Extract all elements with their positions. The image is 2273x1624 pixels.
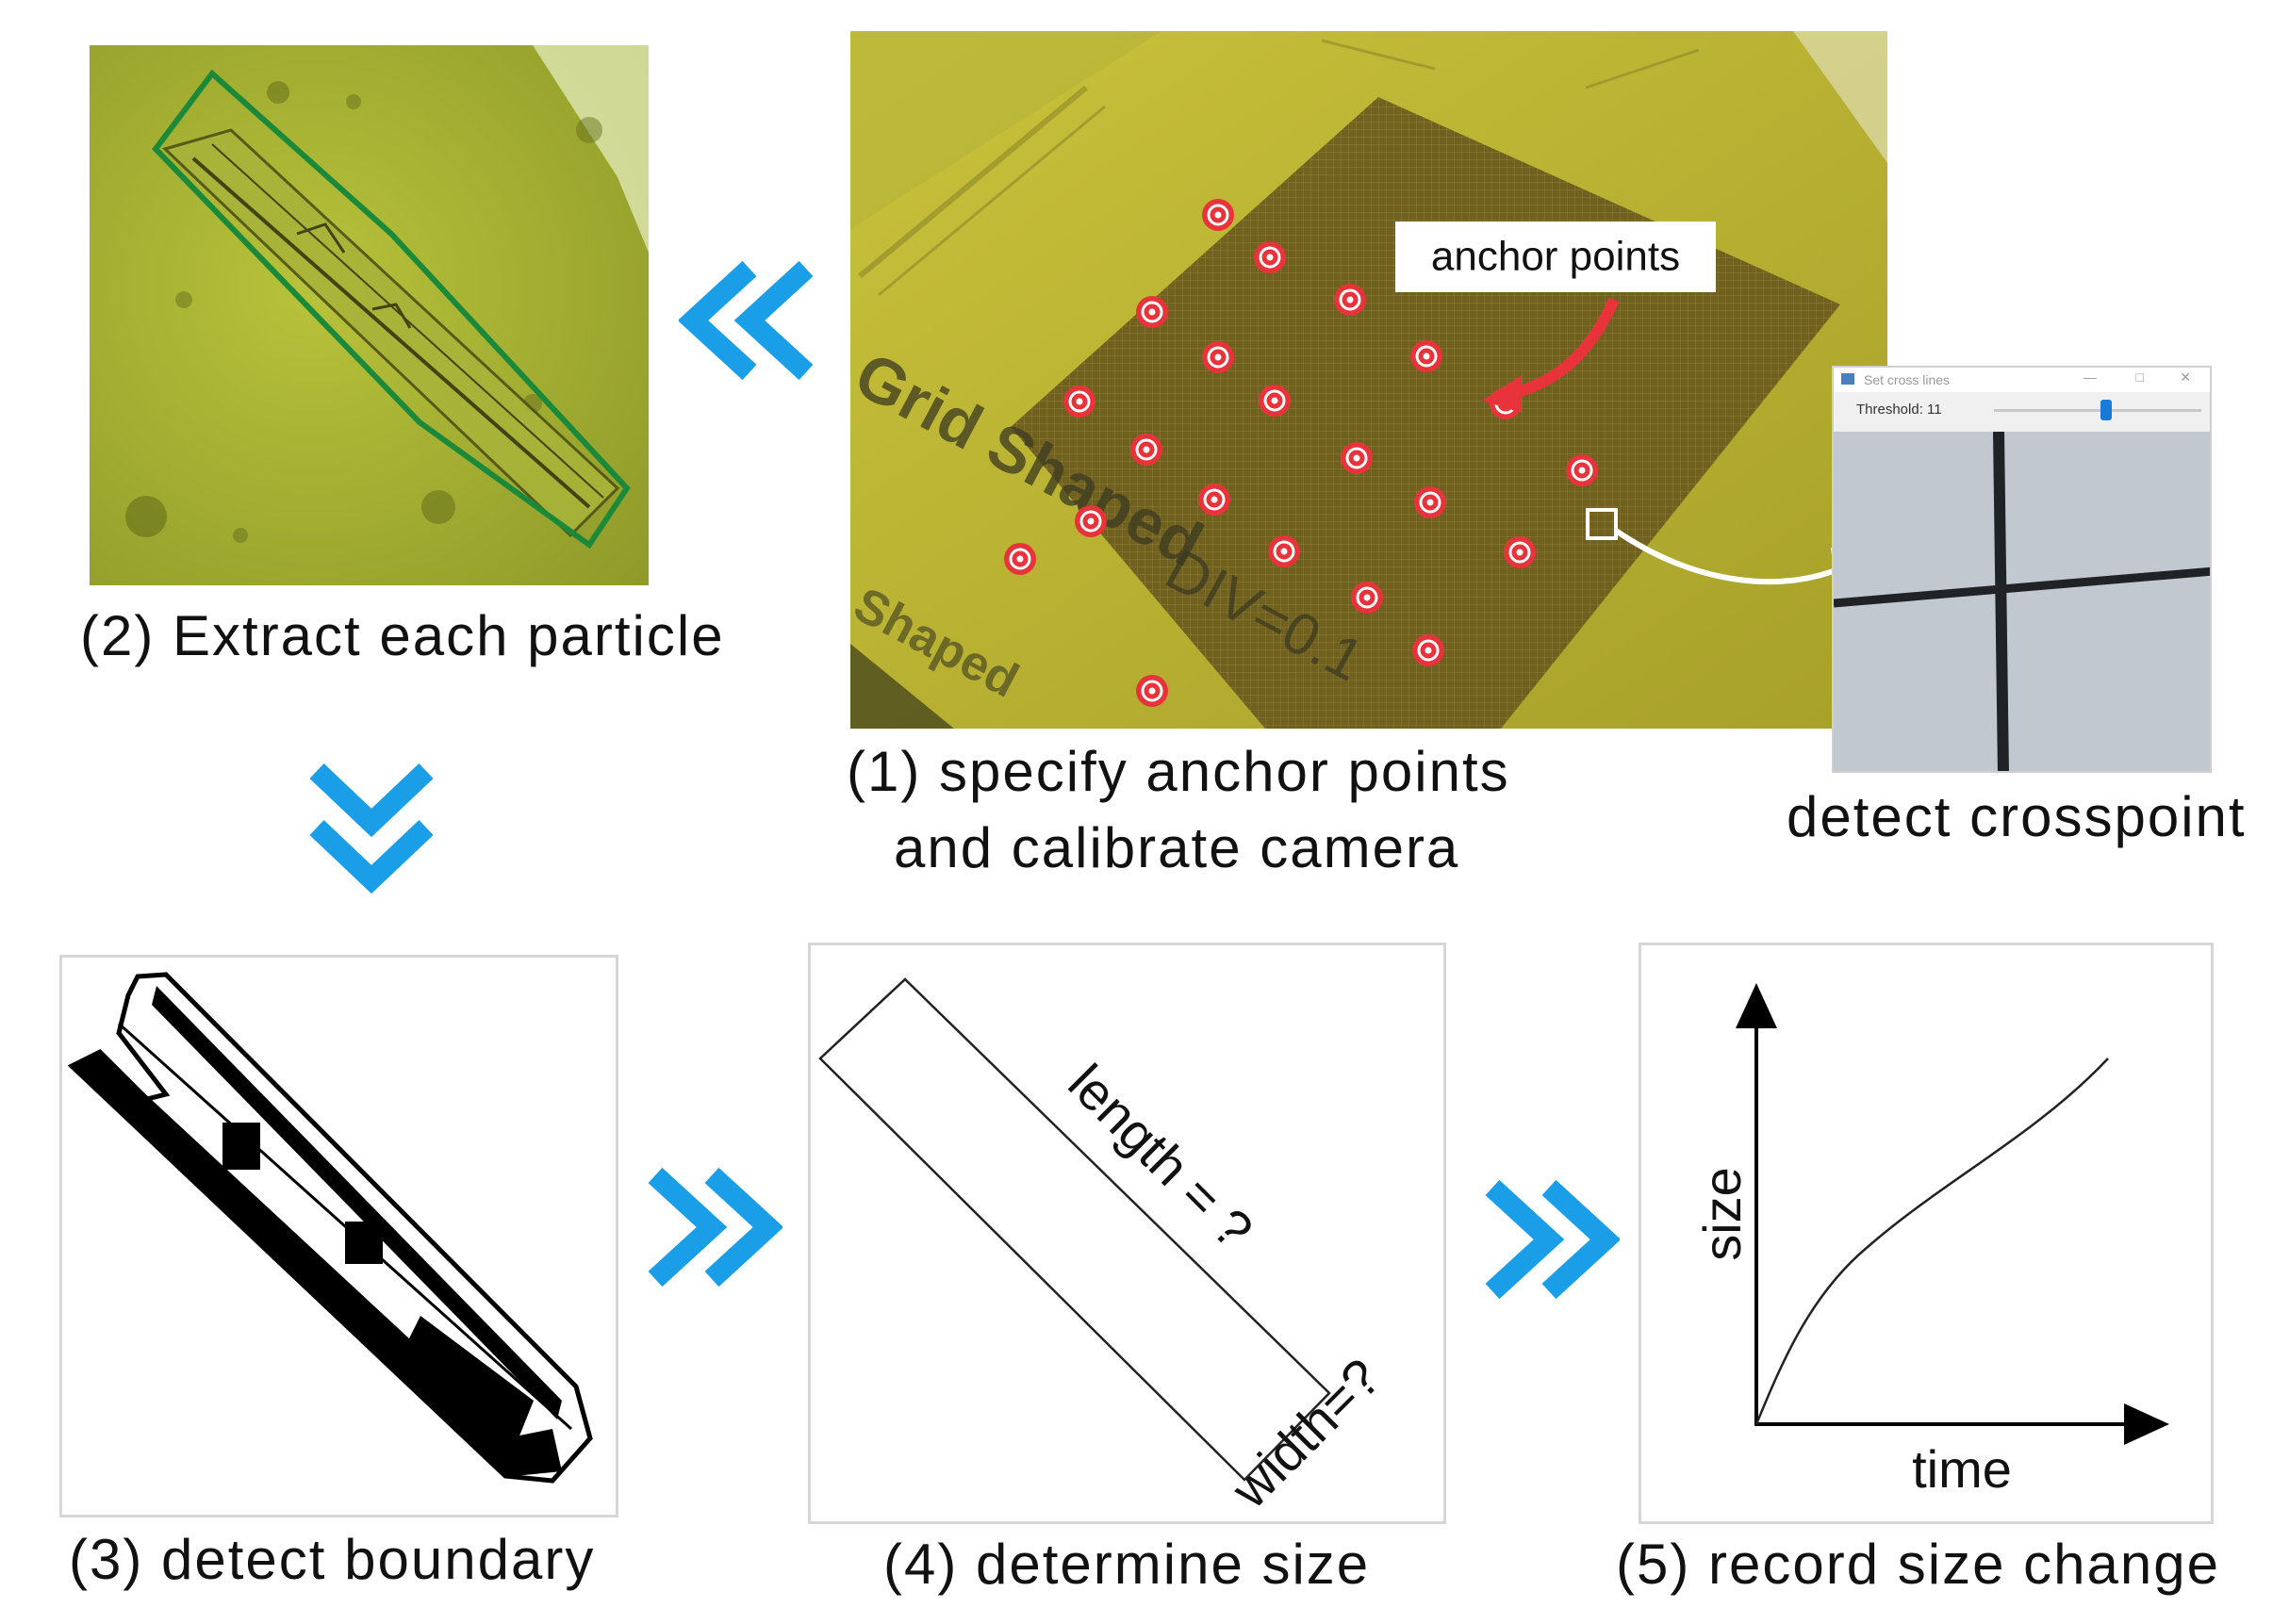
double-chevron-right-icon xyxy=(648,1167,782,1288)
step1-caption-line1: (1) specify anchor points xyxy=(847,740,1510,803)
particle-outline xyxy=(152,69,631,550)
size-panel: length = ? width=? xyxy=(808,943,1446,1524)
maximize-icon[interactable]: □ xyxy=(2135,369,2144,385)
anchor-label-arrow xyxy=(1508,297,1620,400)
particle-image-panel xyxy=(90,45,649,585)
x-axis-label: time xyxy=(1912,1439,2012,1499)
crosspoint-window: Set cross lines — □ ✕ Threshold: 11 xyxy=(1832,366,2212,773)
calibration-image: Grid Shaped DIV=0.1 Shaped anchor points xyxy=(850,31,1887,729)
boundary-image xyxy=(67,972,593,1484)
calibration-image-panel: Grid Shaped DIV=0.1 Shaped anchor points xyxy=(850,31,1887,729)
close-icon[interactable]: ✕ xyxy=(2180,369,2191,385)
size-change-panel: size time xyxy=(1639,943,2214,1524)
y-axis-label: size xyxy=(1692,1167,1752,1261)
size-diagram: length = ? width=? xyxy=(818,977,1392,1519)
step2-caption: (2) Extract each particle xyxy=(80,604,725,667)
width-label: width=? xyxy=(1219,1347,1392,1519)
crosspoint-caption: detect crosspoint xyxy=(1787,785,2247,848)
boundary-panel xyxy=(59,955,618,1517)
threshold-slider-thumb[interactable] xyxy=(2100,400,2112,420)
double-chevron-down-icon xyxy=(309,763,434,894)
crosspoint-arrow xyxy=(1614,528,1842,585)
anchor-markers xyxy=(1004,199,1598,707)
app-icon xyxy=(1841,373,1854,385)
window-title: Set cross lines xyxy=(1864,372,1951,387)
particle-image xyxy=(90,45,649,585)
crosspoint-window-titlebar: Set cross lines — □ ✕ xyxy=(1834,368,2210,392)
crosspoint-selection-box xyxy=(1586,508,1618,540)
x-axis-arrowhead xyxy=(2124,1403,2169,1445)
step4-caption: (4) determine size xyxy=(883,1533,1371,1596)
minimize-icon[interactable]: — xyxy=(2084,369,2097,385)
threshold-label: Threshold: 11 xyxy=(1856,402,1942,418)
step1-caption-line2: and calibrate camera xyxy=(894,816,1460,879)
step5-caption: (5) record size change xyxy=(1616,1533,2220,1596)
anchor-label: anchor points xyxy=(1431,234,1680,280)
anchor-label-box xyxy=(1395,221,1716,292)
threshold-slider-track[interactable] xyxy=(1994,409,2201,412)
double-chevron-right-icon xyxy=(1485,1179,1620,1300)
step3-caption: (3) detect boundary xyxy=(69,1528,596,1591)
threshold-row: Threshold: 11 xyxy=(1834,392,2210,432)
double-chevron-left-icon xyxy=(679,260,814,381)
crosspoint-closeup xyxy=(1834,432,2210,771)
size-vs-time-plot: size time xyxy=(1692,983,2169,1499)
size-curve xyxy=(1754,1058,2109,1425)
bounding-rectangle xyxy=(818,977,1331,1482)
y-axis-arrowhead xyxy=(1736,983,1777,1028)
